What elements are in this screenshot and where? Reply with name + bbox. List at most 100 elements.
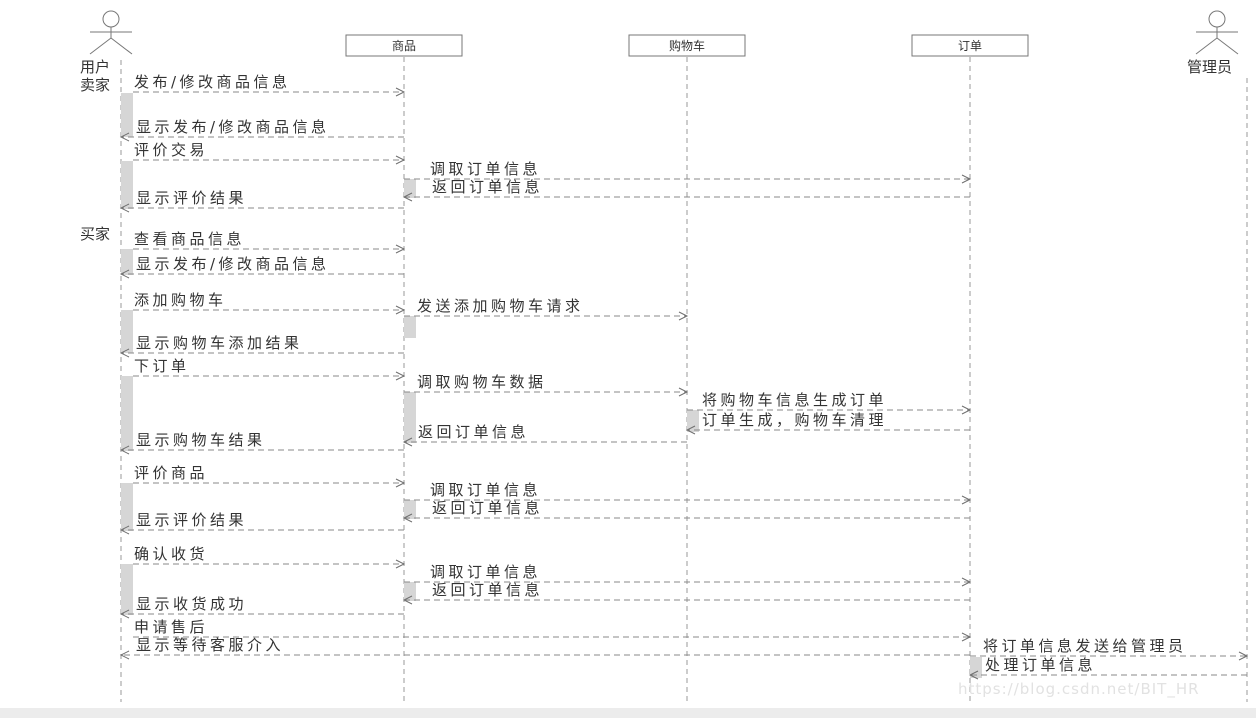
message-label: 将购物车信息生成订单	[702, 391, 887, 409]
arrowhead-icon	[395, 305, 406, 315]
actor-leg	[110, 37, 133, 55]
message-label: 返回订单信息	[432, 581, 543, 599]
message-label: 显示评价结果	[136, 511, 247, 529]
actor-leg	[1216, 37, 1239, 55]
arrowhead-icon	[402, 437, 413, 447]
message: 显示评价结果	[119, 511, 404, 535]
arrowhead-icon	[1238, 651, 1249, 661]
actor-head	[1208, 10, 1226, 28]
activation-bars	[121, 93, 982, 678]
message-label: 显示等待客服介入	[136, 636, 284, 654]
arrowhead-icon	[961, 632, 972, 642]
arrowhead-icon	[395, 155, 406, 165]
actor-leg	[1195, 37, 1218, 55]
message-label: 调取订单信息	[430, 481, 541, 499]
actor-label: 管理员	[1187, 58, 1232, 76]
messages: 发布/修改商品信息显示发布/修改商品信息评价交易调取订单信息返回订单信息显示评价…	[119, 73, 1249, 680]
arrowhead-icon	[395, 559, 406, 569]
arrowhead-icon	[402, 513, 413, 523]
message-label: 返回订单信息	[418, 423, 529, 441]
arrowhead-icon	[961, 495, 972, 505]
message: 处理订单信息	[968, 656, 1247, 680]
arrowhead-icon	[402, 595, 413, 605]
lifelines	[120, 57, 1248, 702]
activation-bar	[404, 179, 416, 198]
activation-bar	[121, 483, 133, 531]
message-label: 将订单信息发送给管理员	[983, 637, 1187, 655]
message-label: 显示购物车结果	[136, 431, 266, 449]
message: 返回订单信息	[402, 581, 970, 605]
message-label: 发送添加购物车请求	[417, 297, 584, 315]
arrowhead-icon	[678, 387, 689, 397]
bottom-band	[0, 708, 1256, 718]
role-label: 卖家	[80, 76, 110, 94]
message: 下订单	[133, 357, 406, 381]
arrowhead-icon	[961, 577, 972, 587]
message-label: 返回订单信息	[432, 499, 543, 517]
participant-label: 购物车	[669, 38, 705, 53]
participant-label: 商品	[392, 38, 416, 53]
activation-bar	[121, 161, 133, 209]
arrowhead-icon	[395, 371, 406, 381]
arrowhead-icon	[961, 174, 972, 184]
message: 显示发布/修改商品信息	[119, 255, 404, 279]
activation-bar	[121, 310, 133, 353]
message-label: 显示购物车添加结果	[136, 334, 303, 352]
role-label: 买家	[80, 225, 110, 243]
message-label: 显示评价结果	[136, 189, 247, 207]
participant-label: 订单	[958, 39, 982, 53]
actor-label: 用户	[80, 58, 110, 76]
arrowhead-icon	[678, 311, 689, 321]
arrowhead-icon	[968, 670, 979, 680]
arrowhead-icon	[961, 405, 972, 415]
message: 显示购物车添加结果	[119, 334, 404, 358]
activation-bar	[404, 582, 416, 601]
message-label: 下订单	[134, 357, 190, 375]
message: 返回订单信息	[402, 423, 687, 447]
activation-bar	[121, 564, 133, 615]
arrowhead-icon	[402, 192, 413, 202]
message: 申请售后	[133, 618, 972, 642]
message-label: 处理订单信息	[985, 656, 1096, 674]
message: 确认收货	[133, 545, 406, 569]
message: 查看商品信息	[133, 230, 406, 254]
message: 显示发布/修改商品信息	[119, 118, 404, 142]
arrowhead-icon	[395, 244, 406, 254]
message: 调取订单信息	[404, 563, 972, 587]
arrowhead-icon	[119, 445, 130, 455]
message: 发布/修改商品信息	[133, 73, 406, 97]
message: 调取订单信息	[404, 481, 972, 505]
message: 调取购物车数据	[404, 373, 689, 397]
activation-bar	[404, 316, 416, 338]
message: 订单生成，购物车清理	[685, 411, 970, 435]
message: 评价交易	[133, 141, 406, 165]
watermark: https://blog.csdn.net/BIT_HR	[958, 680, 1200, 699]
message: 调取订单信息	[404, 160, 972, 184]
message-label: 订单生成，购物车清理	[702, 411, 887, 429]
message-label: 添加购物车	[134, 291, 227, 309]
activation-bar	[404, 500, 416, 519]
activation-bar	[970, 657, 982, 678]
activation-bar	[687, 410, 699, 432]
arrowhead-icon	[395, 478, 406, 488]
message: 返回订单信息	[402, 178, 970, 202]
message: 显示等待客服介入	[119, 636, 970, 660]
message: 将购物车信息生成订单	[687, 391, 972, 415]
actor-icon	[89, 10, 133, 55]
actor-head	[102, 10, 120, 28]
message-label: 调取购物车数据	[417, 373, 547, 391]
actor-leg	[89, 37, 112, 55]
arrowhead-icon	[119, 132, 130, 142]
activation-bar	[121, 93, 133, 137]
arrowhead-icon	[119, 650, 130, 660]
arrowhead-icon	[119, 269, 130, 279]
message-label: 调取订单信息	[430, 160, 541, 178]
arrowhead-icon	[119, 609, 130, 619]
message-label: 申请售后	[134, 618, 208, 636]
activation-bar	[121, 376, 133, 451]
activation-bar	[121, 249, 133, 275]
arrowhead-icon	[119, 203, 130, 213]
message-label: 查看商品信息	[134, 230, 245, 248]
arrowhead-icon	[119, 348, 130, 358]
